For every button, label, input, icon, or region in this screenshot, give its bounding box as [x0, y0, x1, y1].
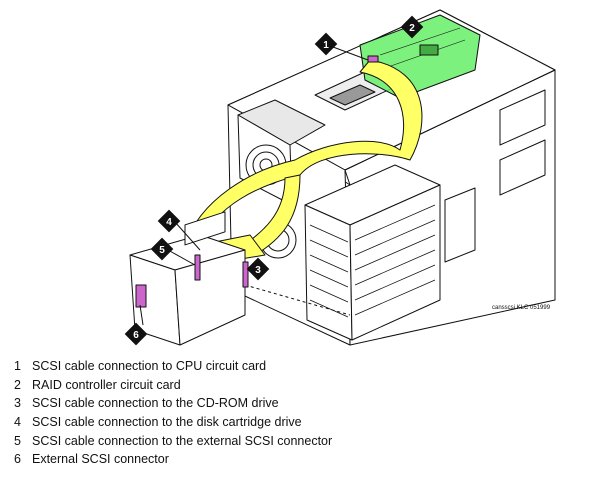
svg-text:3: 3 [255, 265, 261, 276]
svg-text:4: 4 [166, 217, 172, 228]
drive-bay-cage [304, 164, 441, 341]
figure-reference-code: cansscsi KLC 051999 [492, 305, 551, 311]
side-fans [444, 89, 546, 263]
svg-text:2: 2 [409, 23, 415, 34]
scsi-connectors [135, 55, 379, 308]
svg-text:6: 6 [133, 330, 139, 341]
server-chassis-diagram: 1 2 3 4 5 6 cansscsi KLC 051999 [124, 9, 556, 346]
svg-text:5: 5 [159, 245, 165, 256]
svg-text:1: 1 [323, 40, 329, 51]
